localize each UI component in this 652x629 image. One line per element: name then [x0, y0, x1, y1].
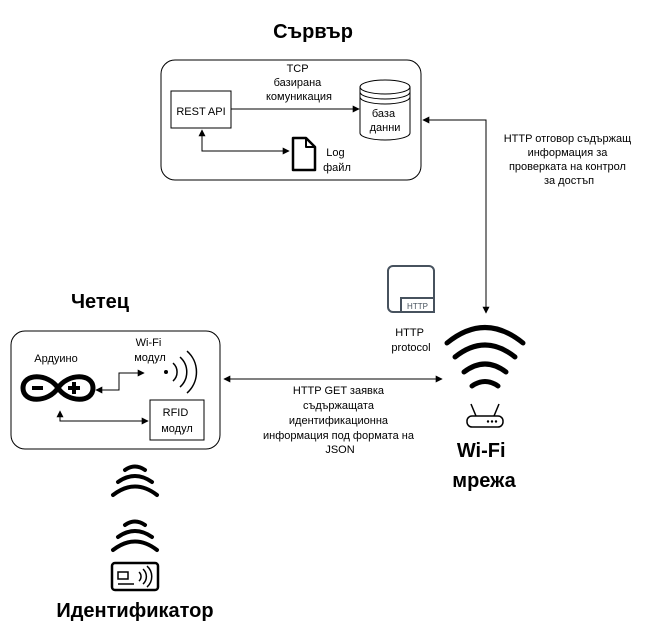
server-title: Сървър	[273, 21, 353, 43]
rfid-signal-icon	[111, 464, 159, 552]
wifi-icon	[444, 325, 526, 389]
rest-api-box	[170, 90, 232, 129]
file-icon	[291, 136, 317, 172]
rfid-label: RFID модул	[161, 407, 193, 435]
arduino-icon	[20, 374, 96, 402]
http-get-label: HTTP GET заявка съдържащата идентификаци…	[263, 385, 417, 456]
identifier-label: Идентификатор	[56, 600, 213, 622]
wifi-module-label: Wi-Fi модул	[134, 337, 166, 364]
wifi-network-label: Wi-Fi мрежа	[452, 440, 516, 492]
arduino-label: Ардуино	[34, 353, 77, 365]
database-label: база данни	[370, 108, 401, 134]
arduino-wifi-arrow	[95, 369, 145, 394]
reader-title: Четец	[71, 291, 130, 313]
http-protocol-label: HTTP protocol	[391, 327, 430, 354]
http-protocol-icon: HTTP	[387, 265, 435, 313]
arduino-rfid-arrow	[56, 410, 149, 425]
rfid-box	[149, 399, 205, 441]
card-icon	[110, 561, 160, 592]
http-response-label: HTTP отговор съдържащ информация за пров…	[504, 133, 635, 187]
database-icon	[359, 79, 411, 141]
log-arrow	[198, 129, 290, 155]
tcp-label: TCP базирана комуникация	[266, 63, 332, 103]
router-icon	[466, 403, 504, 428]
rest-api-label: REST API	[176, 106, 225, 118]
log-label: Log файл	[323, 147, 351, 174]
svg-text:HTTP: HTTP	[407, 302, 428, 311]
server-wifi-arrow	[422, 116, 490, 314]
wifi-module-icon	[164, 350, 198, 394]
